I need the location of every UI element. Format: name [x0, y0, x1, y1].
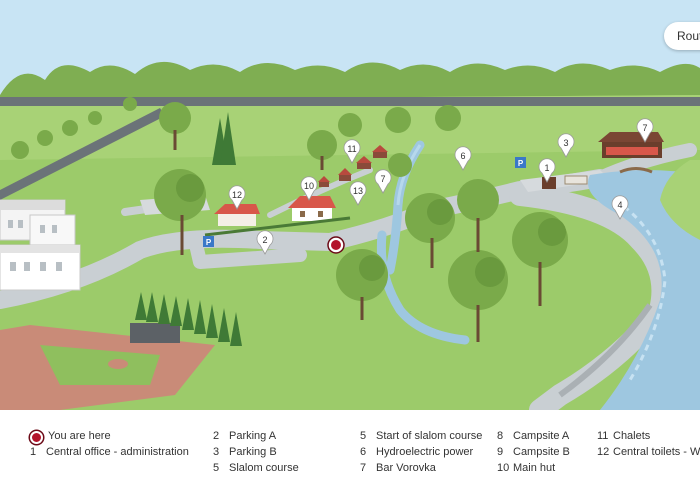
parking-sign-a[interactable]: P: [203, 236, 214, 247]
map-marker-label: 10: [304, 181, 314, 191]
map-marker-label: 6: [460, 151, 465, 161]
map-marker-7a[interactable]: 7: [374, 169, 392, 194]
bridge: [619, 167, 653, 174]
map-marker-4[interactable]: 4: [611, 195, 629, 220]
svg-text:P: P: [206, 238, 212, 247]
map-marker-13[interactable]: 13: [349, 181, 367, 206]
chalets: [318, 145, 388, 187]
you-are-here-icon: [30, 431, 43, 444]
route-button[interactable]: Route: [664, 22, 700, 50]
house-10: [288, 196, 336, 221]
fence-diagonal: [0, 108, 165, 200]
svg-text:P: P: [518, 159, 524, 168]
you-are-here-marker[interactable]: [327, 236, 345, 254]
fence: [0, 97, 700, 106]
parking-sign-b[interactable]: P: [515, 157, 526, 168]
map-marker-label: 3: [563, 138, 568, 148]
map-marker-label: 12: [232, 190, 242, 200]
map-marker-7b[interactable]: 7: [636, 118, 654, 143]
map-marker-label: 2: [262, 235, 267, 245]
building-main-complex: [0, 199, 81, 291]
trees: [11, 97, 568, 346]
garage-building: [130, 323, 180, 343]
map-marker-3[interactable]: 3: [557, 133, 575, 158]
map-marker-label: 7: [642, 123, 647, 133]
map-marker-2[interactable]: 2: [256, 230, 274, 255]
map-marker-label: 1: [544, 163, 549, 173]
map-marker-label: 13: [353, 186, 363, 196]
map-marker-1[interactable]: 1: [538, 158, 556, 183]
map-marker-6[interactable]: 6: [454, 146, 472, 171]
map-marker-label: 11: [347, 144, 356, 154]
map-marker-11[interactable]: 11: [343, 139, 361, 164]
boathouse: [598, 132, 664, 158]
map-marker-12[interactable]: 12: [228, 185, 246, 210]
map-marker-label: 4: [617, 200, 622, 210]
map-marker-label: 7: [380, 174, 385, 184]
map-marker-10[interactable]: 10: [300, 176, 318, 201]
river: [588, 170, 700, 410]
legend-you-are-here: You are here: [30, 430, 111, 444]
